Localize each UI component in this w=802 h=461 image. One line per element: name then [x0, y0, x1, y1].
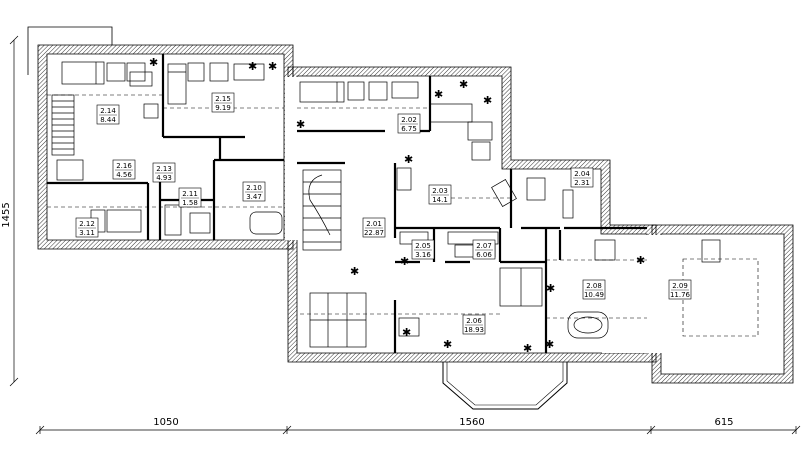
svg-text:✱: ✱ [402, 326, 411, 339]
room-label-2-16: 2.164.56 [112, 159, 136, 180]
svg-text:✱: ✱ [400, 255, 409, 268]
room-label-2-10: 2.103.47 [242, 181, 266, 202]
room-label-box [152, 162, 176, 183]
dimension-width-middle: 1560 [459, 417, 484, 428]
roof-outline [27, 26, 113, 75]
room-label-box [178, 187, 202, 208]
room-label-box [211, 92, 235, 113]
room-area: 14.1 [432, 196, 448, 204]
room-label-box [242, 181, 266, 202]
room-area: 1.58 [182, 199, 198, 207]
svg-text:✱: ✱ [483, 94, 492, 107]
room-label-box [462, 314, 486, 335]
room-number: 2.06 [466, 317, 482, 325]
room-area: 10.49 [584, 291, 604, 299]
room-area: 3.16 [415, 251, 431, 259]
room-number: 2.02 [401, 116, 417, 124]
svg-text:✱: ✱ [459, 78, 468, 91]
svg-text:✱: ✱ [350, 265, 359, 278]
room-label-box [411, 239, 435, 260]
room-area: 9.19 [215, 104, 231, 112]
room-number: 2.11 [182, 190, 198, 198]
room-area: 6.75 [401, 125, 417, 133]
svg-text:✱: ✱ [434, 88, 443, 101]
room-label-2-15: 2.159.19 [211, 92, 235, 113]
room-number: 2.07 [476, 242, 492, 250]
dimension-height: 1455 [1, 202, 12, 227]
svg-text:✱: ✱ [546, 282, 555, 295]
svg-text:✱: ✱ [523, 342, 532, 355]
room-area: 3.11 [79, 229, 95, 237]
svg-text:✱: ✱ [149, 56, 158, 69]
staircase [51, 94, 342, 251]
room-number: 2.08 [586, 282, 602, 290]
exterior-walls [37, 44, 794, 384]
svg-text:✱: ✱ [268, 60, 277, 73]
room-label-box [75, 217, 99, 238]
room-number: 2.09 [672, 282, 688, 290]
room-label-2-11: 2.111.58 [178, 187, 202, 208]
room-area: 11.76 [670, 291, 691, 299]
room-label-2-04: 2.042.31 [570, 167, 594, 188]
room-label-box [668, 279, 692, 300]
svg-text:✱: ✱ [636, 254, 645, 267]
room-area: 8.44 [100, 116, 116, 124]
room-label-2-14: 2.148.44 [96, 104, 120, 125]
room-area: 4.93 [156, 174, 172, 182]
room-area: 22.87 [364, 229, 384, 237]
svg-text:✱: ✱ [296, 118, 305, 131]
furniture [56, 61, 721, 348]
svg-text:✱: ✱ [443, 338, 452, 351]
room-label-2-07: 2.076.06 [472, 239, 496, 260]
room-number: 2.03 [432, 187, 448, 195]
room-label-box [428, 184, 452, 205]
room-label-box [397, 113, 421, 134]
dimension-width-left: 1050 [153, 417, 178, 428]
room-label-box [96, 104, 120, 125]
room-label-2-13: 2.134.93 [152, 162, 176, 183]
bay-window [442, 362, 568, 410]
svg-text:✱: ✱ [545, 338, 554, 351]
room-number: 2.14 [100, 107, 116, 115]
room-label-box [582, 279, 606, 300]
svg-text:✱: ✱ [404, 153, 413, 166]
room-number: 2.10 [246, 184, 262, 192]
room-label-box [472, 239, 496, 260]
room-label-2-05: 2.053.16 [411, 239, 435, 260]
svg-text:✱: ✱ [248, 60, 257, 73]
room-label-2-02: 2.026.75 [397, 113, 421, 134]
dimension-width-right: 615 [714, 417, 733, 428]
room-label-box [570, 167, 594, 188]
room-number: 2.13 [156, 165, 172, 173]
room-label-box [112, 159, 136, 180]
room-number: 2.12 [79, 220, 95, 228]
room-number: 2.01 [366, 220, 382, 228]
room-labels: 2.148.44 2.159.19 2.026.75 2.164.56 2.134.93… [75, 92, 692, 335]
plant-icons: ✱ ✱ ✱ ✱ ✱ ✱ ✱ ✱ ✱ ✱ ✱ ✱ ✱ ✱ ✱ ✱ [149, 56, 645, 355]
room-area: 18.93 [464, 326, 484, 334]
room-number: 2.15 [215, 95, 231, 103]
room-area: 3.47 [246, 193, 262, 201]
room-number: 2.05 [415, 242, 431, 250]
room-area: 6.06 [476, 251, 492, 259]
room-label-2-12: 2.123.11 [75, 217, 99, 238]
room-area: 2.31 [574, 179, 590, 187]
room-number: 2.04 [574, 170, 590, 178]
room-area: 4.56 [116, 171, 132, 179]
dimension-lines [9, 35, 801, 435]
room-label-box [362, 217, 386, 238]
room-number: 2.16 [116, 162, 132, 170]
